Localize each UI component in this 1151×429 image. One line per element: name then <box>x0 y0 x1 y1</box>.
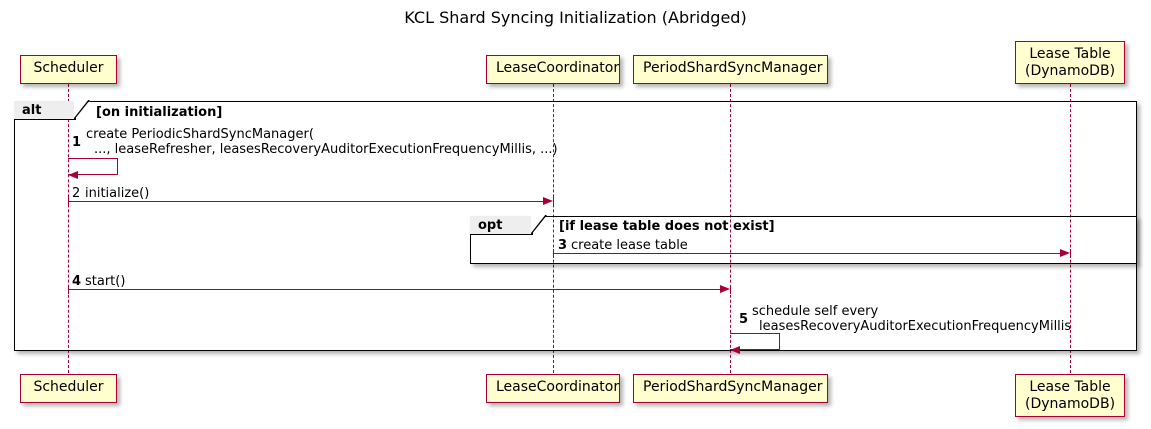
participant-period-shard-sync-manager-bottom[interactable]: PeriodShardSyncManager <box>633 374 828 403</box>
lifeline-scheduler <box>68 84 69 378</box>
participant-period-shard-sync-manager-top[interactable]: PeriodShardSyncManager <box>633 55 828 84</box>
message-2-arrowhead <box>543 197 553 205</box>
diagram-title: KCL Shard Syncing Initialization (Abridg… <box>404 8 747 27</box>
message-1-number: 1 <box>72 135 82 150</box>
lifeline-lease-table <box>1070 84 1071 378</box>
message-4-label: start() <box>85 274 126 289</box>
participant-lease-coordinator-top[interactable]: LeaseCoordinator <box>486 55 620 84</box>
lifeline-lease-coordinator <box>553 84 554 378</box>
alt-group-tab: alt <box>14 101 76 120</box>
message-3-number: 3 <box>558 238 568 253</box>
opt-group-keyword: opt <box>478 218 503 233</box>
message-3-arrow-line <box>553 253 1060 254</box>
message-2-label: initialize() <box>85 186 150 201</box>
participant-lease-table-label-line2: (DynamoDB) <box>1025 63 1116 79</box>
participant-scheduler-label: Scheduler <box>33 60 104 76</box>
message-5-self-loop <box>730 333 780 350</box>
participant-period-shard-sync-manager-label: PeriodShardSyncManager <box>643 60 823 76</box>
participant-lease-table-bottom[interactable]: Lease Table (DynamoDB) <box>1015 374 1125 417</box>
lifeline-period-shard-sync-manager <box>730 84 731 378</box>
message-4-target-tick <box>730 285 731 294</box>
message-1-label-line2: ..., leaseRefresher, leasesRecoveryAudit… <box>94 142 558 157</box>
message-5-number: 5 <box>739 312 749 327</box>
participant-lease-table-label-line1: Lease Table <box>1029 46 1111 62</box>
message-5-label-line1: schedule self every <box>752 304 879 319</box>
message-1-label-line1: create PeriodicShardSyncManager( <box>86 127 314 142</box>
message-5-arrowhead <box>730 345 740 354</box>
participant-lease-table-top[interactable]: Lease Table (DynamoDB) <box>1015 41 1125 84</box>
message-2-number: 2 <box>72 186 81 201</box>
message-4-arrowhead <box>720 285 730 293</box>
participant-lease-coordinator-label: LeaseCoordinator <box>496 60 620 76</box>
message-4-arrow-line <box>68 289 721 290</box>
opt-group-condition: [if lease table does not exist] <box>559 219 775 234</box>
alt-group-condition: [on initialization] <box>96 105 223 120</box>
participant-period-shard-sync-manager-label-bottom: PeriodShardSyncManager <box>643 379 823 395</box>
message-5-label-line2: leasesRecoveryAuditorExecutionFrequencyM… <box>759 319 1072 334</box>
participant-scheduler-bottom[interactable]: Scheduler <box>20 374 117 403</box>
participant-lease-coordinator-label-bottom: LeaseCoordinator <box>496 379 620 395</box>
message-1-self-loop <box>68 158 118 175</box>
participant-scheduler-label-bottom: Scheduler <box>33 379 104 395</box>
alt-group-keyword: alt <box>22 103 42 118</box>
participant-lease-coordinator-bottom[interactable]: LeaseCoordinator <box>486 374 620 403</box>
participant-scheduler-top[interactable]: Scheduler <box>20 55 117 84</box>
alt-tab-corner-mask <box>74 99 89 118</box>
message-2-arrow-line <box>68 201 544 202</box>
message-3-target-tick <box>1070 249 1071 258</box>
message-2-target-tick <box>553 197 554 206</box>
participant-lease-table-label-bottom-line2: (DynamoDB) <box>1025 396 1116 412</box>
message-4-number: 4 <box>72 274 82 289</box>
message-1-arrowhead <box>68 170 78 179</box>
message-3-arrowhead <box>1060 249 1070 257</box>
participant-lease-table-label-bottom-line1: Lease Table <box>1029 379 1111 395</box>
opt-group-tab: opt <box>470 216 533 235</box>
opt-group-frame <box>470 216 1137 264</box>
message-3-label: create lease table <box>571 238 688 253</box>
opt-tab-corner-mask <box>531 214 546 233</box>
